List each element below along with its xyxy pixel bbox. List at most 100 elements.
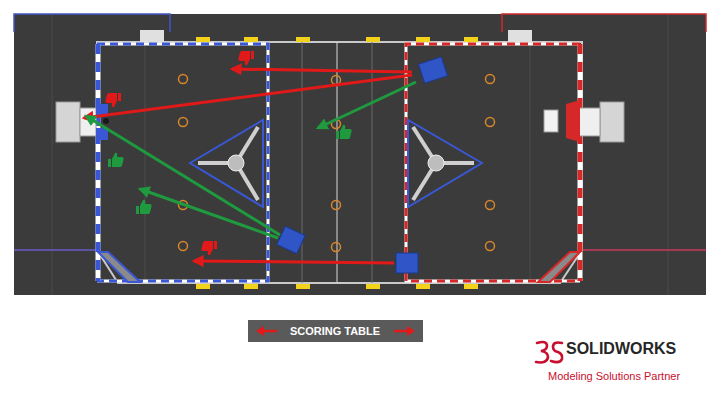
- cargo: [179, 75, 495, 252]
- carpet: [14, 14, 706, 295]
- brand-name: SOLIDWORKS: [566, 340, 676, 358]
- field-part: [277, 226, 305, 253]
- field-part: [318, 82, 416, 128]
- field-part: [337, 42, 338, 283]
- red-station-outline: [502, 14, 706, 32]
- field-part: [179, 242, 188, 251]
- field-part: [336, 125, 352, 139]
- field-part: [413, 127, 474, 200]
- field-part: [578, 108, 600, 136]
- field-part: [394, 326, 415, 336]
- field-part: [228, 155, 244, 171]
- field-part: [140, 30, 164, 42]
- field-part: [486, 118, 495, 127]
- field-part: [536, 342, 548, 362]
- arrow-shaft: [394, 330, 409, 333]
- field-part: [244, 284, 258, 289]
- red-zone: [406, 44, 580, 281]
- arrow-head: [407, 326, 415, 336]
- field-part: [544, 110, 558, 132]
- field-part: [418, 57, 447, 83]
- ramps: [98, 252, 580, 282]
- field-part: [190, 120, 263, 207]
- thumbs-down: [105, 51, 254, 255]
- field-part: [145, 42, 146, 283]
- red-line: [580, 249, 706, 251]
- field-part: [366, 284, 380, 289]
- field-part: [98, 252, 140, 282]
- field-part: [406, 44, 580, 281]
- field-part: [578, 44, 583, 281]
- field-part: [56, 102, 80, 142]
- field-part: [668, 14, 669, 295]
- field-part: [96, 44, 101, 281]
- field-part: [416, 284, 430, 289]
- field-part: [508, 30, 532, 42]
- field-part: [201, 241, 217, 255]
- field-part: [179, 75, 188, 84]
- field-part: [486, 201, 495, 210]
- field-part: [96, 44, 101, 281]
- field-part: [108, 153, 124, 167]
- field-part: [140, 189, 278, 238]
- table-arrow: [256, 326, 278, 336]
- field-part: [244, 37, 258, 42]
- field-part: [372, 42, 373, 283]
- field-part: [408, 120, 482, 207]
- field-part: [566, 100, 580, 142]
- field-part: [600, 102, 624, 142]
- table-label: SCORING TABLE: [282, 325, 388, 337]
- field-part: [196, 284, 210, 289]
- field-part: [256, 326, 277, 336]
- field-part: [103, 118, 109, 124]
- field-part: [366, 37, 380, 42]
- thumbs-up: [108, 125, 352, 214]
- field-part: [332, 201, 341, 210]
- field-part: [296, 284, 310, 289]
- field-part: [578, 44, 583, 281]
- field-part: [296, 37, 310, 42]
- brand-tagline: Modeling Solutions Partner: [548, 370, 680, 382]
- field-part: [428, 155, 444, 171]
- field-part: [97, 44, 268, 281]
- field-part: [238, 51, 254, 65]
- field-part: [232, 69, 412, 72]
- blue-station-outline: [14, 14, 170, 32]
- corner-structures: [140, 30, 532, 42]
- blue-zone: [97, 44, 268, 281]
- field-part: [396, 253, 418, 273]
- field-part: [194, 261, 394, 263]
- field-part: [538, 252, 580, 282]
- table-arrow: [393, 326, 415, 336]
- field-part: [302, 42, 303, 283]
- carpet-lines: [52, 14, 668, 295]
- center-lines: [302, 42, 372, 283]
- blue-line: [14, 249, 97, 251]
- field-perimeter: [97, 42, 582, 283]
- field-part: [332, 243, 341, 252]
- blue-terminal: [56, 102, 109, 142]
- field-part: [52, 14, 53, 295]
- field-part: [464, 37, 478, 42]
- field-part: [530, 42, 531, 283]
- robots: [277, 57, 448, 273]
- field-part: [486, 242, 495, 251]
- table-box: SCORING TABLE: [248, 320, 423, 342]
- field-part: [86, 116, 280, 235]
- arrow-shaft: [262, 330, 277, 333]
- field-part: [406, 44, 580, 281]
- field-part: [464, 284, 478, 289]
- field-part: [179, 118, 188, 127]
- logo-mark: [536, 342, 562, 362]
- field-part: [551, 343, 562, 363]
- field-part: [136, 200, 152, 214]
- field-part: [486, 75, 495, 84]
- red-terminal: [544, 100, 624, 142]
- field-part: [196, 37, 210, 42]
- field-part: [105, 93, 121, 107]
- field-part: [97, 44, 268, 281]
- field-part: [84, 75, 412, 118]
- wall-markers: [196, 37, 478, 289]
- red-hub: [408, 120, 482, 207]
